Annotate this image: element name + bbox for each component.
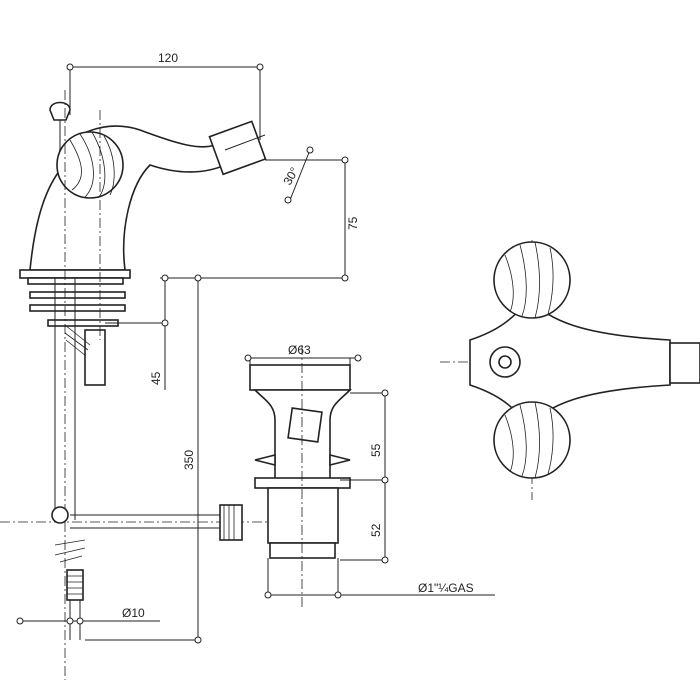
dim-55: 55 xyxy=(369,443,383,457)
dimension-lines xyxy=(16,63,495,644)
dim-120: 120 xyxy=(158,51,178,65)
dim-350: 350 xyxy=(182,450,196,470)
faucet-side-view xyxy=(19,90,267,680)
dim-pipe-diameter: Ø10 xyxy=(122,606,145,620)
waste-assembly xyxy=(249,345,352,610)
dim-waste-diameter: Ø63 xyxy=(288,343,311,357)
dim-waste-thread: Ø1"¼GAS xyxy=(418,581,474,595)
dim-52: 52 xyxy=(369,523,383,537)
dim-75: 75 xyxy=(346,216,360,230)
dim-angle: 30° xyxy=(280,165,301,188)
pipe-assembly xyxy=(0,504,280,640)
dim-45: 45 xyxy=(149,371,163,385)
faucet-top-view xyxy=(440,240,700,500)
